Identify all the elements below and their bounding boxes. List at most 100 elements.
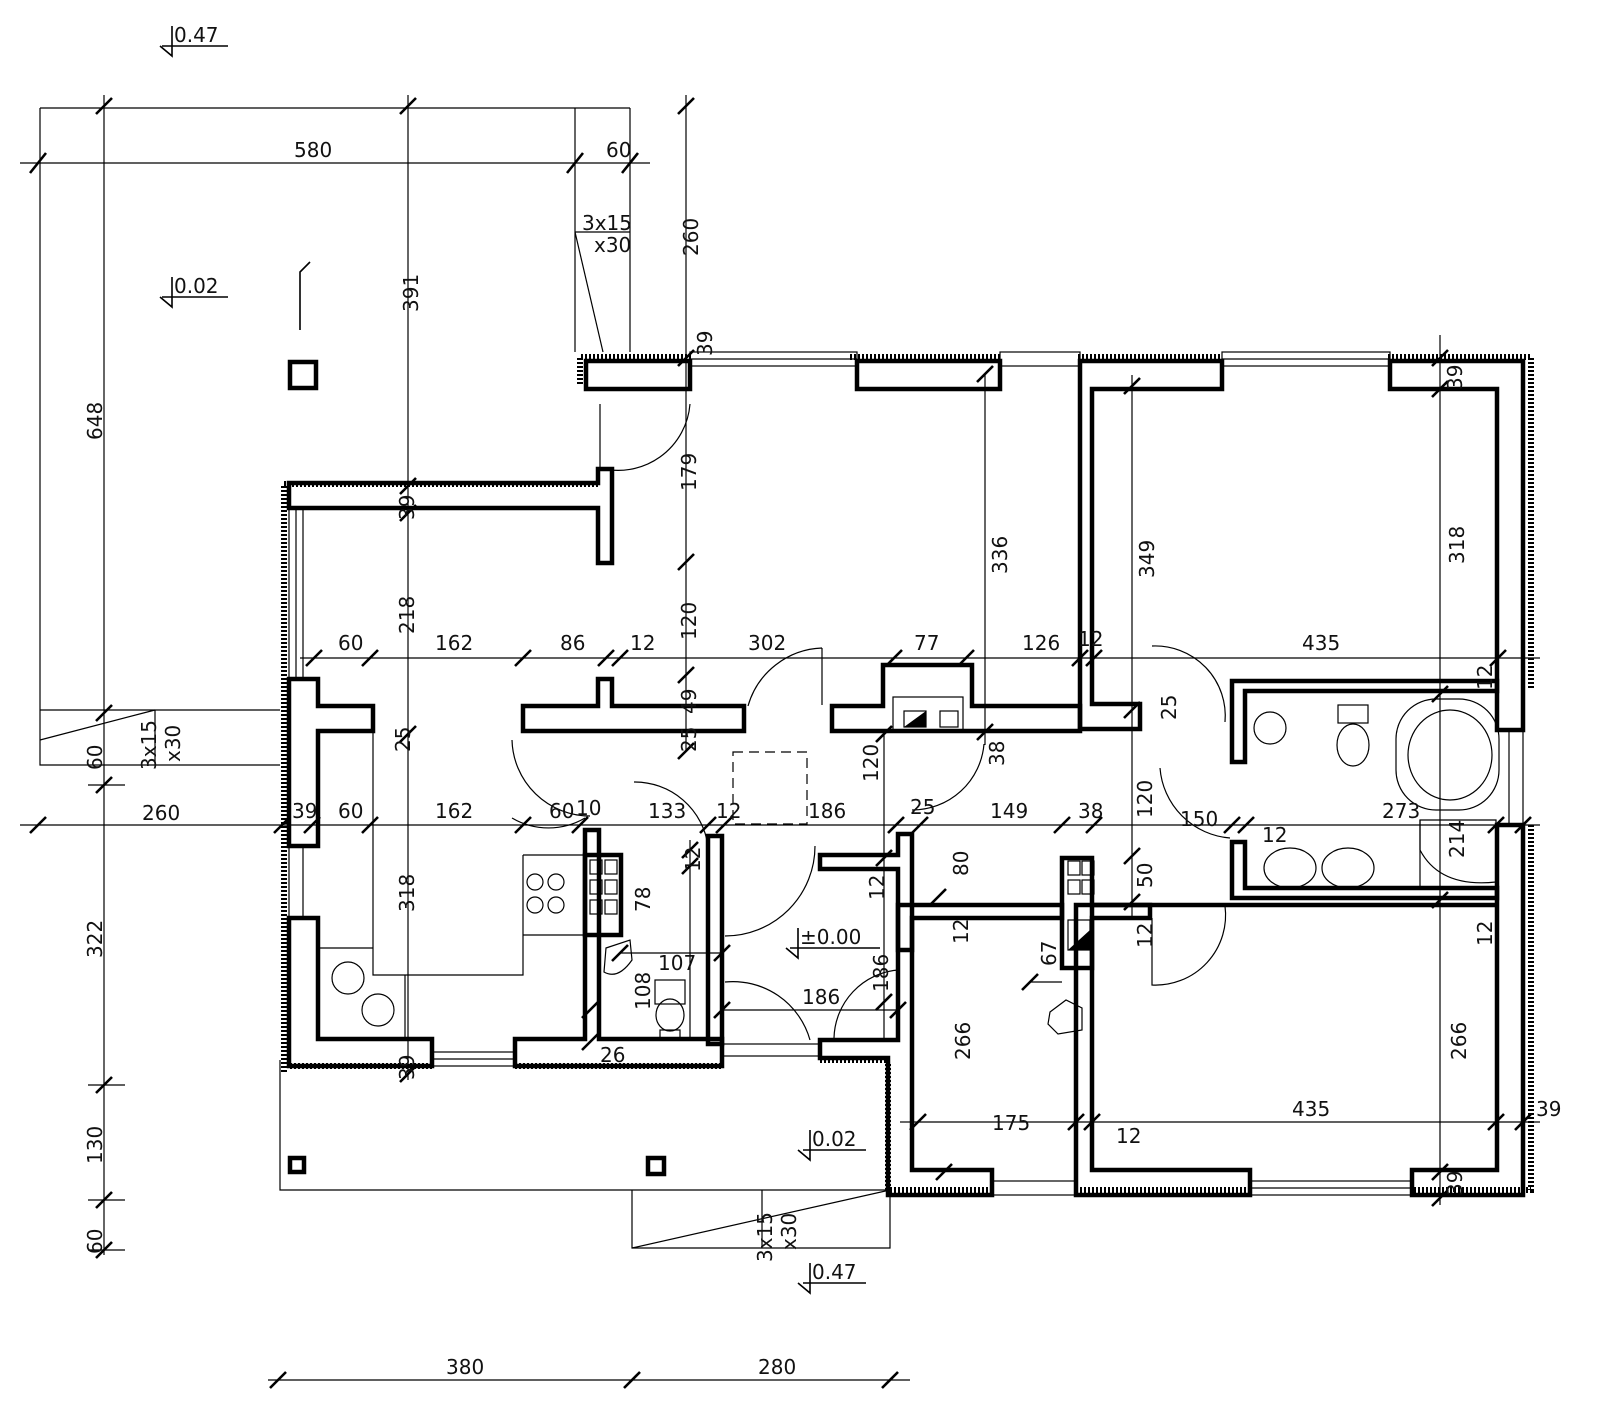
dim-120-a: 120	[677, 602, 701, 640]
dim-214: 214	[1445, 820, 1469, 858]
dim-row2-133: 133	[648, 799, 686, 823]
dim-row1-126: 126	[1022, 631, 1060, 655]
dim-108: 108	[631, 972, 655, 1010]
dim-38: 38	[985, 741, 1009, 766]
dim-67: 67	[1037, 941, 1061, 966]
dim-row2-150: 150	[1180, 807, 1218, 831]
dim-280: 280	[758, 1355, 796, 1379]
dim-60-top: 60	[606, 138, 631, 162]
stair-left-line1: 3x15	[137, 720, 161, 770]
dim-49: 49	[677, 689, 701, 714]
dim-380: 380	[446, 1355, 484, 1379]
dim-row2-60: 60	[338, 799, 363, 823]
dim-25-b: 25	[391, 727, 415, 752]
dim-row2-10: 10	[576, 796, 601, 820]
dim-row2-186: 186	[808, 799, 846, 823]
stair-labels: 3x15 x30 3x15 x30 3x15 x30	[137, 211, 801, 1262]
dim-row1-60: 60	[338, 631, 363, 655]
stair-top-line2: x30	[594, 233, 631, 257]
stair-bottom-line1: 3x15	[753, 1212, 777, 1262]
dim-39-c: 39	[1443, 365, 1467, 390]
dim-row2-12: 12	[716, 799, 741, 823]
level-labels: 0.47 0.02 ±0.00 0.02 0.47	[174, 23, 861, 1284]
stair-bottom-line2: x30	[777, 1213, 801, 1250]
dim-266-left: 266	[951, 1022, 975, 1060]
dim-row1-86: 86	[560, 631, 585, 655]
dim-row2-60b: 60	[549, 799, 574, 823]
dim-12-d: 12	[949, 919, 973, 944]
dim-186-b: 186	[802, 985, 840, 1009]
dim-435-bottom: 435	[1292, 1097, 1330, 1121]
dim-175: 175	[992, 1111, 1030, 1135]
porch-column-right	[645, 1155, 667, 1177]
level-porch: 0.02	[812, 1127, 857, 1151]
dim-row1-435: 435	[1302, 631, 1340, 655]
dim-25-a: 25	[677, 727, 701, 752]
dim-row2-39: 39	[292, 799, 317, 823]
dim-row2-149: 149	[990, 799, 1028, 823]
dim-120-c: 120	[1133, 780, 1157, 818]
dim-39-a: 39	[693, 331, 717, 356]
doors	[511, 403, 1231, 1041]
dim-580: 580	[294, 138, 332, 162]
dim-318-left: 318	[395, 874, 419, 912]
dim-row1-12: 12	[630, 631, 655, 655]
dim-39-e: 39	[1443, 1171, 1467, 1196]
dim-130: 130	[83, 1126, 107, 1164]
dim-row2-25: 25	[910, 795, 935, 819]
windows	[288, 351, 1524, 1196]
dim-row2-273: 273	[1382, 799, 1420, 823]
dim-322: 322	[83, 920, 107, 958]
fixtures	[318, 698, 1500, 1039]
dim-318-right: 318	[1445, 526, 1469, 564]
dim-260-horizontal: 260	[142, 801, 180, 825]
dim-60-bottom: 60	[83, 1229, 107, 1254]
level-floor: ±0.00	[800, 925, 861, 949]
dim-12-e: 12	[1133, 923, 1157, 948]
dim-39-b: 39	[395, 495, 419, 520]
porch-column-left	[287, 1155, 307, 1175]
level-top-left: 0.47	[174, 23, 219, 47]
dim-12-b: 12	[1473, 921, 1497, 946]
dim-39-f: 39	[1536, 1097, 1561, 1121]
dim-25-c: 25	[1157, 695, 1181, 720]
dim-39-d: 39	[395, 1055, 419, 1080]
dim-row2-12b: 12	[1262, 823, 1287, 847]
walls	[286, 358, 1526, 1198]
dim-row1-302: 302	[748, 631, 786, 655]
dim-336: 336	[988, 536, 1012, 574]
dim-648: 648	[83, 402, 107, 440]
dim-80: 80	[949, 851, 973, 876]
dim-row1-162: 162	[435, 631, 473, 655]
dim-107: 107	[658, 951, 696, 975]
dim-179: 179	[677, 453, 701, 491]
dim-12-f: 12	[1116, 1124, 1141, 1148]
dim-row2-38: 38	[1078, 799, 1103, 823]
porch	[279, 1060, 891, 1249]
dim-266-right: 266	[1447, 1022, 1471, 1060]
dim-391: 391	[399, 274, 423, 312]
level-terrace: 0.02	[174, 274, 219, 298]
stair-top-line1: 3x15	[582, 211, 632, 235]
dim-12-c: 12	[865, 875, 889, 900]
terrace-column	[287, 359, 319, 391]
dim-349: 349	[1135, 540, 1159, 578]
dim-50: 50	[1133, 863, 1157, 888]
dim-78: 78	[631, 887, 655, 912]
dim-12-g: 12	[681, 847, 705, 872]
level-bottom: 0.47	[812, 1260, 857, 1284]
terrace	[39, 107, 631, 766]
dim-row2-162: 162	[435, 799, 473, 823]
dim-260-vertical: 260	[679, 218, 703, 256]
level-markers	[159, 26, 880, 1295]
dim-218: 218	[395, 596, 419, 634]
dim-row1-12b: 12	[1078, 627, 1103, 651]
dim-186-vertical: 186	[869, 954, 893, 992]
dim-60-left: 60	[83, 745, 107, 770]
dimension-labels: 580 60 260 648 391 60 260 322 130 60 39 …	[83, 138, 1561, 1379]
dim-120-b: 120	[859, 744, 883, 782]
dim-12-a: 12	[1473, 665, 1497, 690]
dim-26: 26	[600, 1043, 625, 1067]
dim-row1-77: 77	[914, 631, 939, 655]
